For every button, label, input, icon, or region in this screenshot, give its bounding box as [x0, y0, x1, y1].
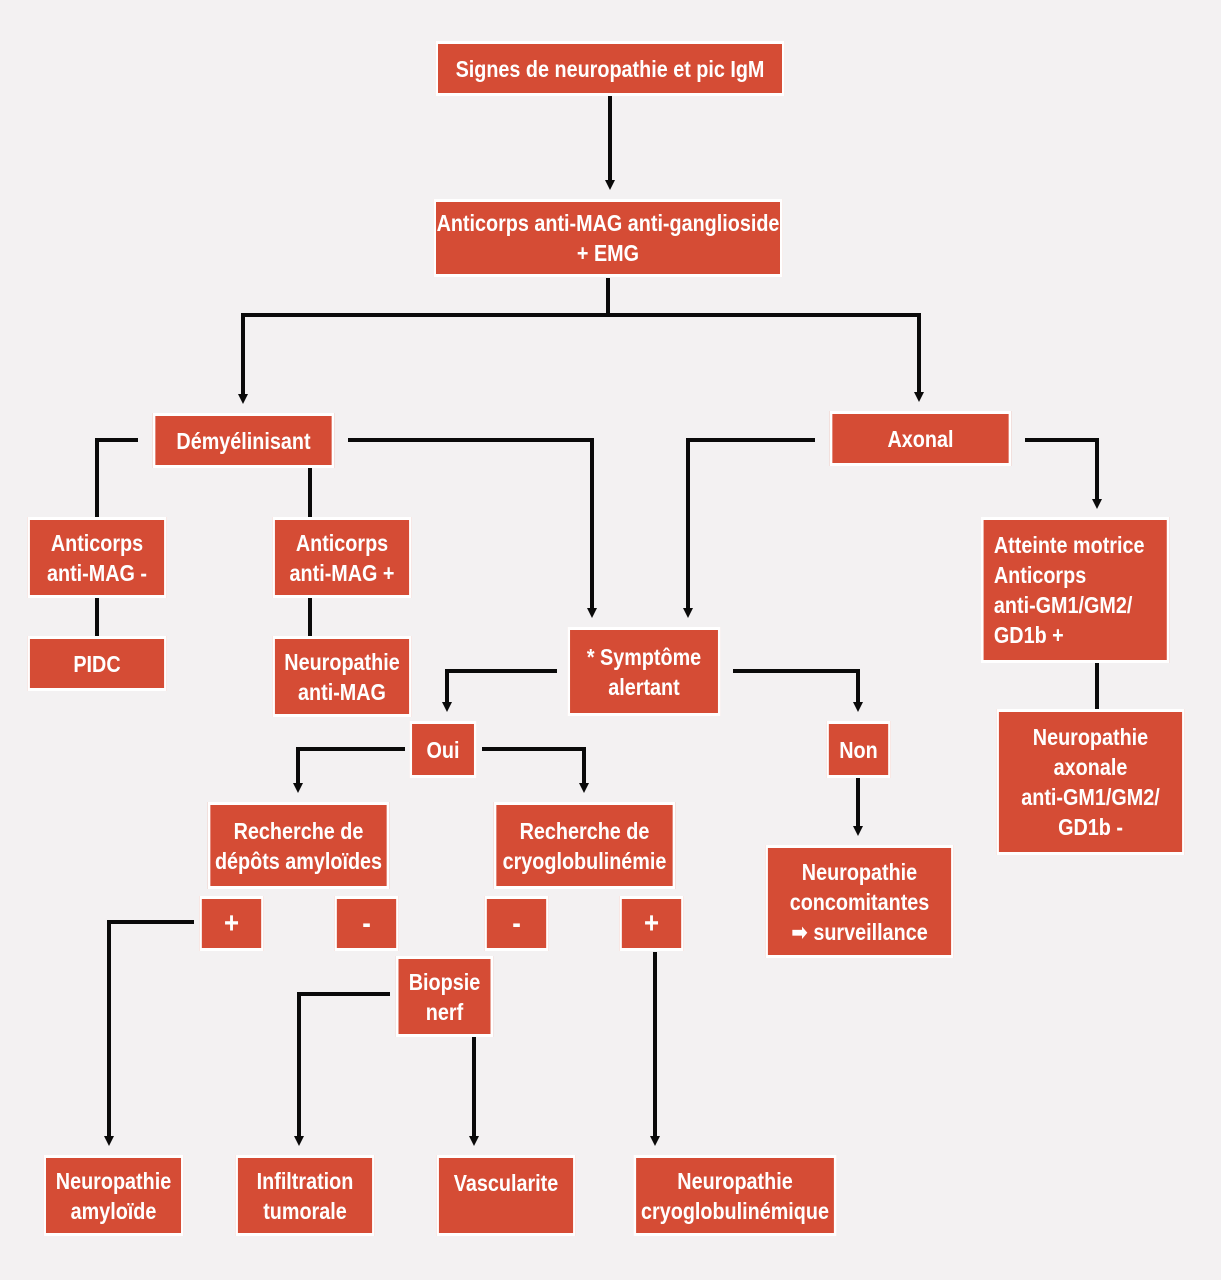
node-recherche-cryo: Recherche de cryoglobulinémie: [493, 802, 676, 889]
arrow-symptome-to-oui: [442, 669, 557, 712]
node-symptome-alertant: * Symptôme alertant: [567, 627, 721, 716]
node-neuropathie-amyloide: Neuropathie amyloïde: [43, 1155, 184, 1236]
node-infiltration-tumorale: Infiltration tumorale: [235, 1155, 375, 1236]
arrow-biopsie-to-infiltration: [294, 992, 390, 1146]
node-vascularite: Vascularite: [436, 1155, 576, 1236]
node-neuropathie-antimag: Neuropathie anti-MAG: [272, 636, 412, 717]
arrow-axonal-to-motrice: [1025, 438, 1102, 509]
arrow-to-demyelinisant: [238, 313, 608, 404]
node-antimag-negative: Anticorps anti-MAG -: [27, 517, 167, 598]
node-cryo-negative: -: [484, 896, 549, 951]
node-amyloide-negative: -: [334, 896, 399, 951]
node-start: Signes de neuropathie et pic IgM: [435, 41, 785, 96]
node-biopsie-nerf: Biopsie nerf: [395, 956, 494, 1037]
node-demyelinisant: Démyélinisant: [152, 413, 335, 468]
node-antimag-positive: Anticorps anti-MAG +: [272, 517, 412, 598]
node-oui: Oui: [409, 721, 477, 778]
node-neuropathie-cryoglobulinemique: Neuropathie cryoglobulinémique: [633, 1155, 837, 1236]
node-antibody-emg-tests: Anticorps anti-MAG anti-ganglioside + EM…: [433, 199, 783, 277]
arrow-oui-to-amyloide: [293, 747, 405, 793]
arrow-amy-plus-to-neuro-amyloide: [104, 920, 194, 1146]
node-recherche-amyloide: Recherche de dépôts amyloïdes: [207, 802, 390, 889]
node-neuropathie-concomitantes: Neuropathie concomitantes ➡ surveillance: [765, 845, 954, 958]
node-atteinte-motrice: Atteinte motrice Anticorps anti-GM1/GM2/…: [981, 517, 1170, 663]
arrow-symptome-to-non: [733, 669, 863, 712]
node-pidc: PIDC: [27, 636, 167, 691]
node-neuropathie-axonale: Neuropathie axonale anti-GM1/GM2/ GD1b -: [996, 709, 1185, 855]
arrow-axonal-to-symptome: [683, 438, 815, 618]
line-demyel-to-antimag-neg: [95, 438, 138, 518]
node-amyloide-positive: +: [199, 896, 264, 951]
arrow-demyel-to-symptome: [348, 438, 597, 618]
arrow-to-axonal: [608, 313, 924, 402]
arrow-oui-to-cryo: [482, 747, 589, 793]
node-non: Non: [826, 721, 891, 778]
node-cryo-positive: +: [619, 896, 684, 951]
node-axonal: Axonal: [829, 411, 1012, 466]
